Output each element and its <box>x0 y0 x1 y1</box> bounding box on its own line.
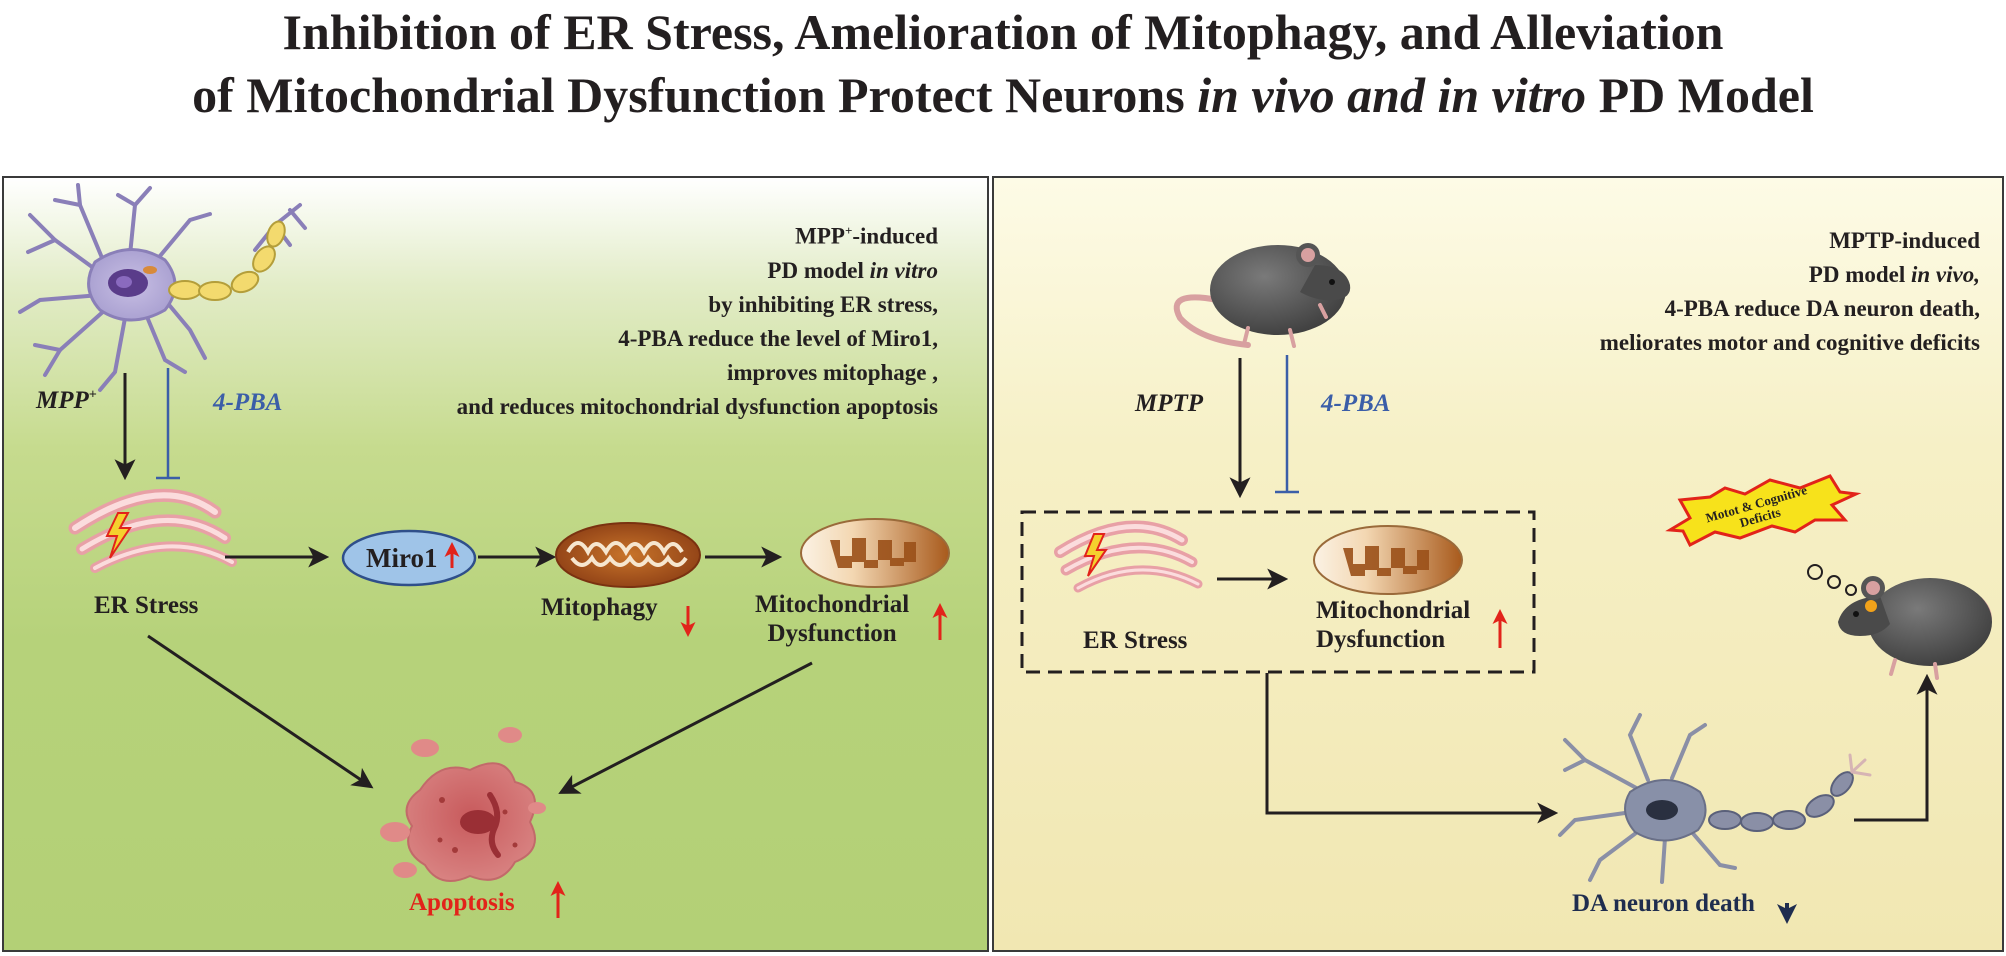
pba-inhibition-left <box>156 368 180 480</box>
in-vivo-panel <box>992 176 2004 952</box>
desc-left-line-1: MPP+-induced <box>795 223 938 249</box>
dashed-box <box>1020 510 1536 674</box>
desc-right-line-2: PD model in vivo, <box>1808 262 1980 287</box>
title-line-1: Inhibition of ER Stress, Amelioration of… <box>282 4 1724 60</box>
desc-right-line-4: meliorates motor and cognitive deficits <box>1599 330 1980 355</box>
miro1-label: Miro1 <box>366 543 438 573</box>
desc-left-line-2: PD model in vitro <box>767 257 938 283</box>
mito-dysfunction-label-right: Mitochondrial Dysfunction <box>1316 597 1471 653</box>
da-neuron-death-label: DA neuron death <box>1572 890 1755 917</box>
desc-left-line-3: by inhibiting ER stress, <box>708 291 938 317</box>
mpp-label: MPP+ <box>36 387 97 414</box>
title-line-2: of Mitochondrial Dysfunction Protect Neu… <box>0 70 2006 120</box>
mitochondrion-icon-mitophagy <box>555 522 701 588</box>
apoptosis-label: Apoptosis <box>409 889 515 916</box>
er-stress-label-left: ER Stress <box>94 592 199 619</box>
mito-dysfunction-label-left: Mitochondrial Dysfunction <box>755 591 910 647</box>
neuron-illustration <box>18 183 307 392</box>
arrow-dysfunction-to-apoptosis <box>558 661 813 794</box>
miro1-oval <box>341 529 477 587</box>
title-line-2-italic: in vivo and in vitro <box>1197 67 1587 123</box>
pba-label-right: 4-PBA <box>1321 390 1391 417</box>
er-stress-label-right: ER Stress <box>1083 627 1188 654</box>
desc-left-line-5: improves mitophage , <box>726 359 938 385</box>
deficit-badge <box>1665 474 1862 548</box>
mitochondrion-icon-dysfunction-right <box>1313 525 1463 595</box>
desc-left-line-4: 4-PBA reduce the level of Miro1, <box>618 325 938 351</box>
thought-bubbles <box>1807 564 1857 596</box>
mitophagy-label: Mitophagy <box>541 594 658 621</box>
arrow-neuron-to-mouse <box>1854 673 1938 822</box>
desc-right-line-3: 4-PBA reduce DA neuron death, <box>1664 296 1980 321</box>
da-neuron-illustration <box>1558 713 1872 884</box>
arrow-box-to-da-neuron <box>1265 673 1559 824</box>
er-stress-icon-left <box>68 488 237 573</box>
pba-inhibition-right <box>1275 355 1299 494</box>
title-line-2-prefix: of Mitochondrial Dysfunction Protect Neu… <box>192 67 1198 123</box>
mptp-label: MPTP <box>1135 390 1204 417</box>
apoptotic-cell-icon <box>380 727 546 883</box>
title-line-2-suffix: PD Model <box>1586 67 1814 123</box>
desc-right-line-1: MPTP-induced <box>1829 228 1980 253</box>
er-stress-icon-right <box>1054 520 1203 593</box>
pba-label-left: 4-PBA <box>213 389 283 416</box>
mitochondrion-icon-dysfunction-left <box>800 518 950 588</box>
desc-left-line-6: and reduces mitochondrial dysfunction ap… <box>456 393 938 419</box>
mouse-illustration-bottom <box>1838 576 1992 680</box>
arrow-er-to-apoptosis <box>147 634 374 789</box>
in-vitro-description: MPP+-induced PD model in vitro by inhibi… <box>457 214 938 424</box>
mouse-illustration-top <box>1173 243 1351 348</box>
in-vivo-description: MPTP-induced PD model in vivo, 4-PBA red… <box>1600 224 1980 360</box>
